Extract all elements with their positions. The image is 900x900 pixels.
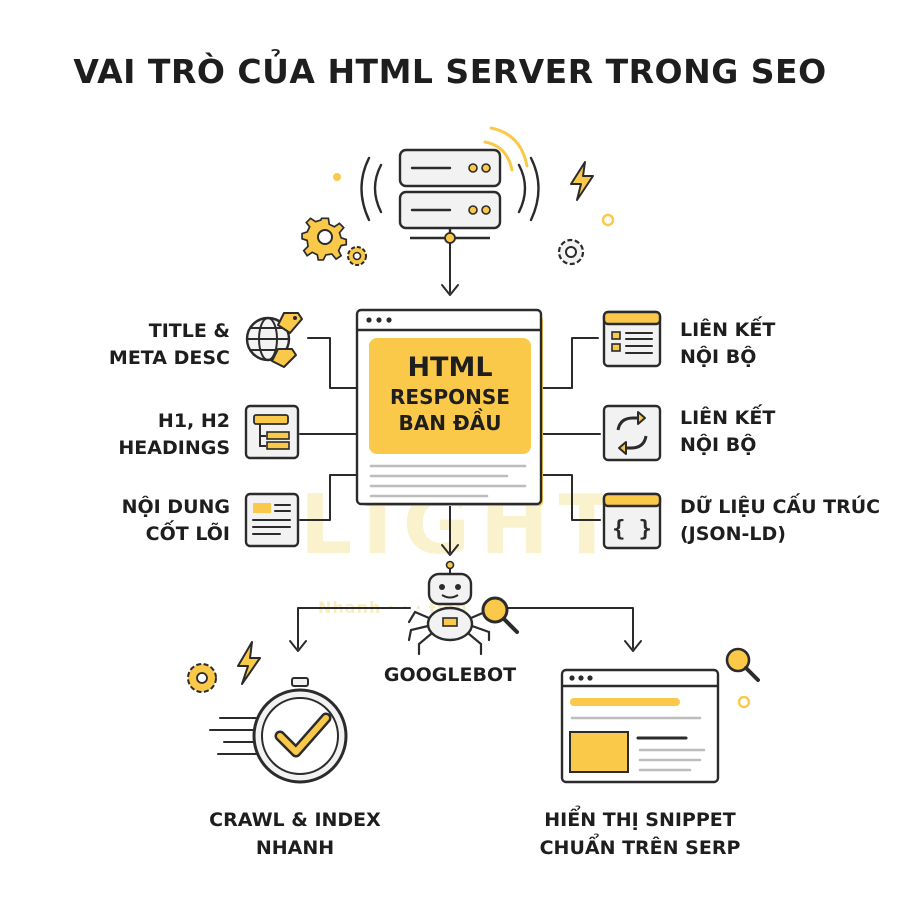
server-icon — [360, 126, 540, 244]
gear-outline-icon — [557, 238, 585, 266]
serp-window-icon — [560, 647, 760, 784]
dot-icon — [601, 213, 615, 227]
crawl-arrow-head — [289, 640, 307, 652]
heading-list-icon — [244, 404, 300, 460]
left-item-headings: H1, H2 HEADINGS — [118, 410, 230, 459]
bot-to-crawl-line — [297, 607, 411, 649]
refresh-arrows-icon — [602, 404, 662, 462]
gear-small-icon — [347, 246, 367, 266]
left-item-title-meta: TITLE & META DESC — [108, 320, 230, 369]
right-item-internal-links-1: LIÊN KẾT NỘI BỘ — [680, 319, 776, 368]
html-response-line1: HTML — [407, 352, 493, 383]
svg-text:{ }: { } — [612, 517, 652, 542]
right-item-structured-data: DỮ LIỆU CẤU TRÚC (JSON-LD) — [680, 496, 881, 545]
html-response-line3: BAN ĐẦU — [398, 411, 502, 435]
server-arrow-head — [441, 284, 459, 296]
document-icon — [244, 492, 300, 548]
html-response-label: HTML RESPONSE BAN ĐẦU — [370, 338, 530, 450]
bot-to-serp-line — [501, 607, 634, 649]
bot-arrow-head — [441, 544, 459, 556]
right-connector-3 — [542, 474, 601, 521]
outcome-serp-snippet: HIỂN THỊ SNIPPET CHUẨN TRÊN SERP — [539, 809, 741, 859]
list-window-icon — [602, 310, 662, 368]
right-connector-1 — [542, 337, 599, 389]
lightning-bolt-icon — [570, 161, 594, 201]
left-connector-1 — [307, 337, 358, 389]
page-title: VAI TRÒ CỦA HTML SERVER TRONG SEO — [73, 52, 827, 91]
googlebot-label: GOOGLEBOT — [383, 664, 517, 686]
curly-braces-icon: { } — [602, 492, 662, 550]
robot-spider-icon — [407, 560, 519, 656]
serp-arrow-head — [624, 640, 642, 652]
dot-small-icon — [333, 173, 341, 181]
gear-icon — [301, 217, 348, 261]
html-response-window — [355, 308, 543, 506]
outcome-crawl-index: CRAWL & INDEX NHANH — [209, 809, 381, 859]
globe-tag-icon — [245, 312, 303, 368]
left-item-core-content: NỘI DUNG CỐT LÕI — [121, 496, 230, 545]
right-item-internal-links-2: LIÊN KẾT NỘI BỘ — [680, 407, 776, 456]
stopwatch-check-icon — [187, 641, 348, 784]
left-connector-3 — [299, 474, 358, 521]
html-response-line2: RESPONSE — [390, 385, 510, 409]
